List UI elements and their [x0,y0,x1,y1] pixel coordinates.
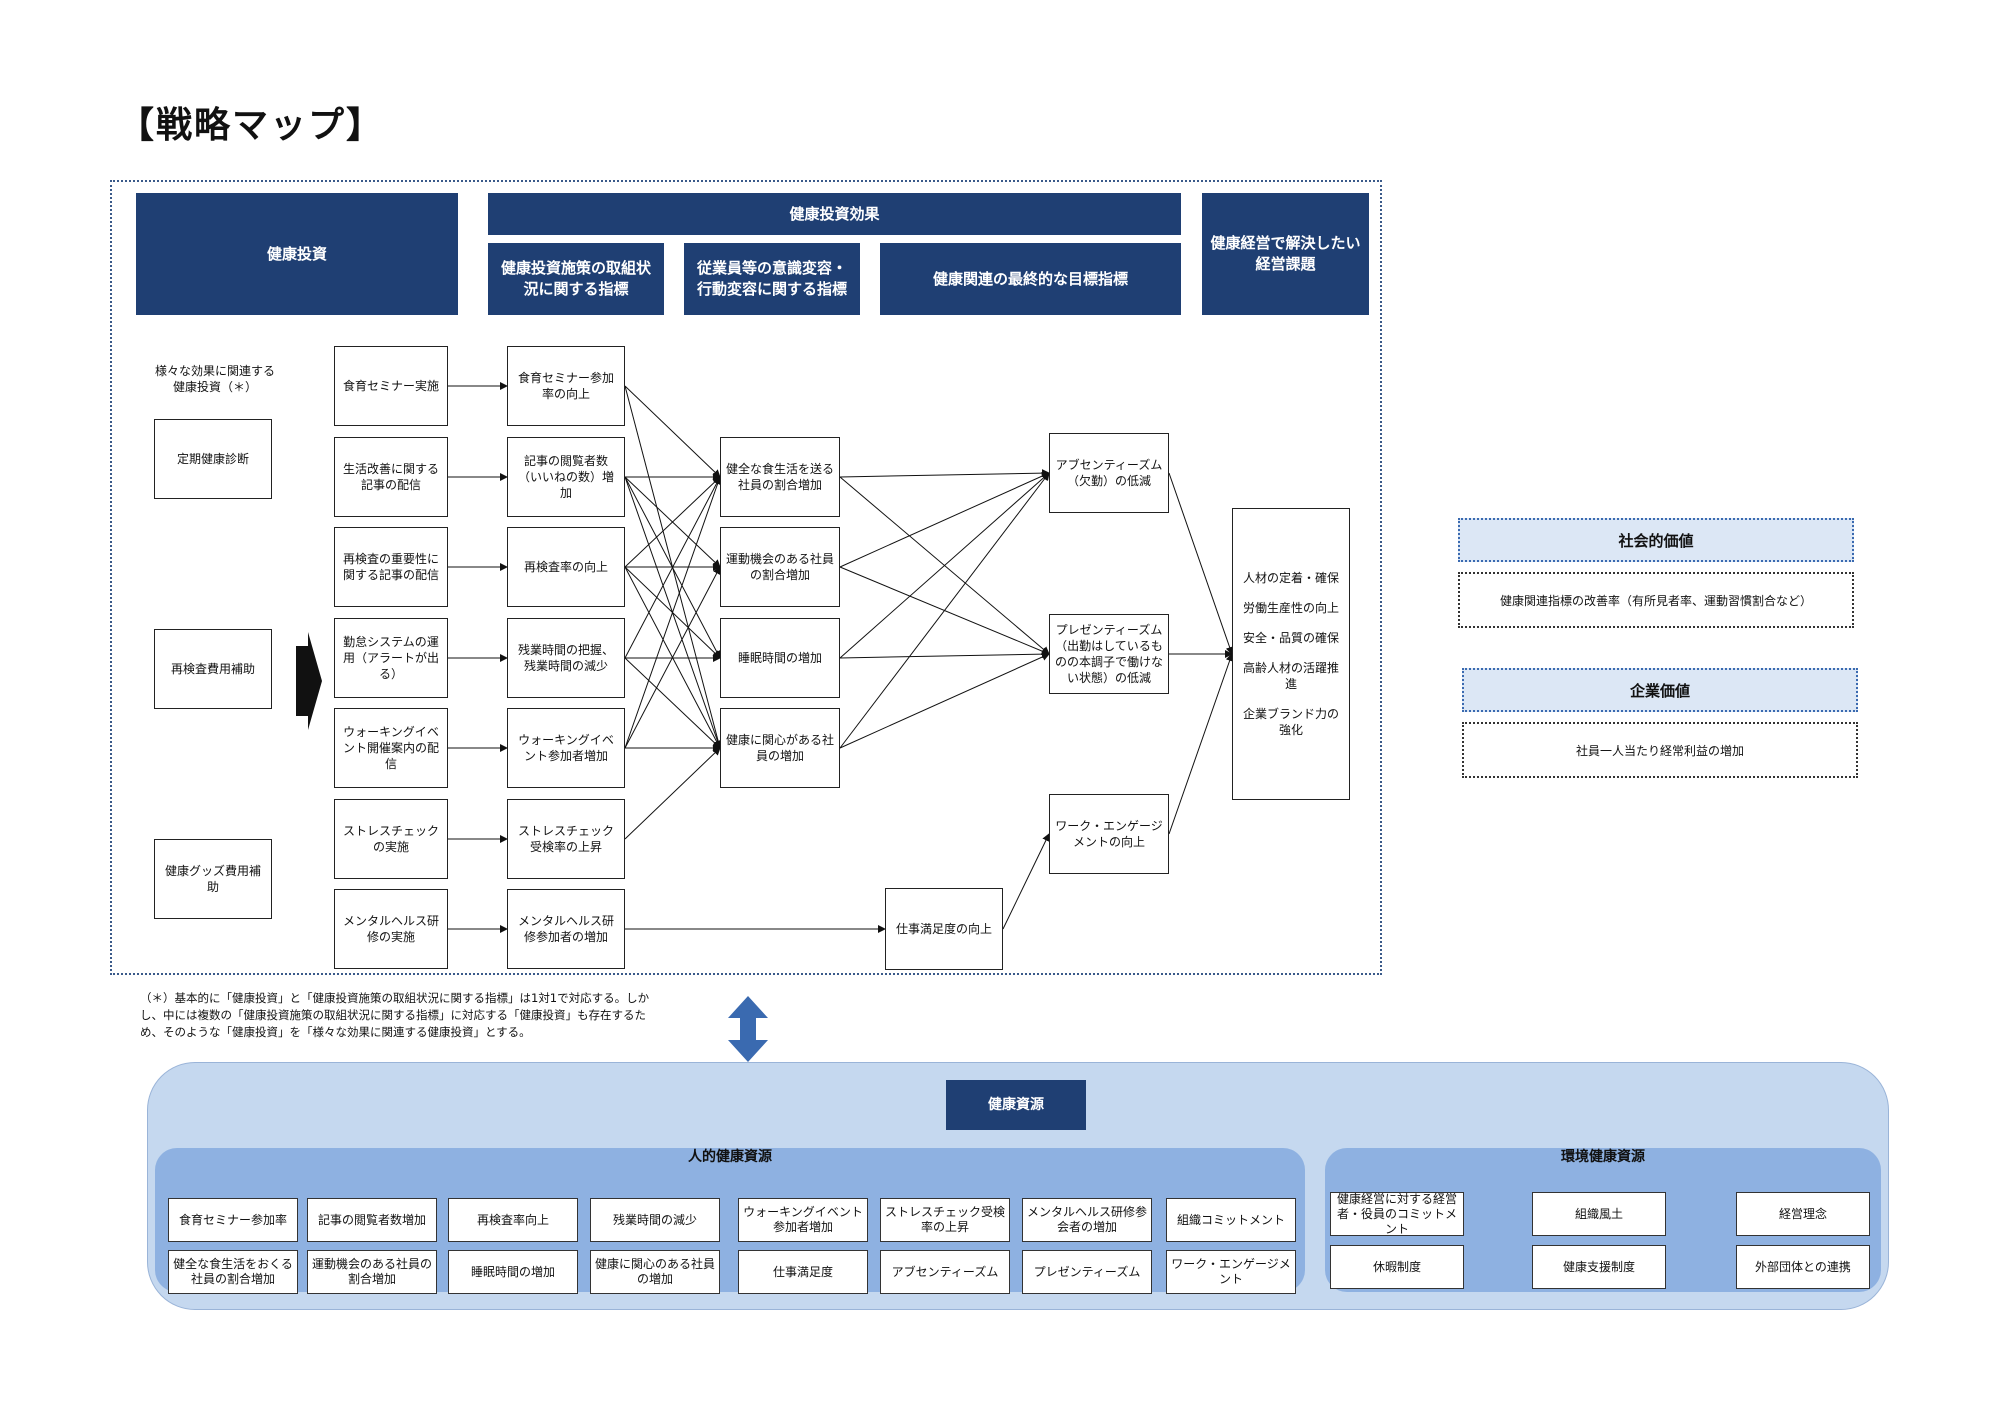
connector-arrow [1002,833,1050,930]
issue-item: 労働生産性の向上 [1242,601,1339,615]
header-management-issues: 健康経営で解決したい経営課題 [1202,193,1369,315]
human-resource-item: 組織コミットメント [1166,1198,1296,1242]
header-effect: 健康投資効果 [488,193,1181,235]
header-investment: 健康投資 [136,193,458,315]
final-indicator-box: ワーク・エンゲージメントの向上 [1049,794,1169,874]
corporate-value-body: 社員一人当たり経常利益の増加 [1462,722,1858,778]
indicator-box: メンタルヘルス研修参加者の増加 [507,889,625,969]
environment-resource-item: 組織風土 [1532,1192,1666,1236]
health-resources-title: 健康資源 [946,1080,1086,1130]
measure-box: 生活改善に関する記事の配信 [334,437,448,517]
human-resource-item: アブセンティーズム [880,1250,1010,1294]
human-resource-item: 食育セミナー参加率 [168,1198,298,1242]
connector-arrow [624,476,721,568]
final-indicator-box: プレゼンティーズム（出勤はしているものの本調子で働けない状態）の低減 [1049,614,1169,694]
indicator-box: 再検査率の向上 [507,527,625,607]
indicator-box: ストレスチェック受検率の上昇 [507,799,625,879]
page-title: 【戦略マップ】 [118,105,385,146]
human-resource-item: 残業時間の減少 [590,1198,720,1242]
connector-arrow [624,476,722,749]
header-final-indicators: 健康関連の最終的な目標指標 [880,243,1181,315]
social-value-title: 社会的価値 [1458,518,1854,562]
human-resource-item: 睡眠時間の増加 [448,1250,578,1294]
environment-resources-title: 環境健康資源 [1561,1149,1645,1165]
connector-arrow [624,747,721,840]
behavior-box: 睡眠時間の増加 [720,618,840,698]
human-resource-item: 健全な食生活をおくる社員の割合増加 [168,1250,298,1294]
human-resource-item: メンタルヘルス研修参会者の増加 [1022,1198,1152,1242]
human-resource-item: 健康に関心のある社員の増加 [590,1250,720,1294]
measure-box: 再検査の重要性に関する記事の配信 [334,527,448,607]
double-arrow-icon [728,996,768,1062]
measure-box: 勤怠システムの運用（アラートが出る） [334,618,448,698]
behavior-box: 健康に関心がある社員の増加 [720,708,840,788]
measure-box: 食育セミナー実施 [334,346,448,426]
issue-item: 人材の定着・確保 [1242,571,1339,585]
social-value-body: 健康関連指標の改善率（有所見者率、運動習慣割合など） [1458,572,1854,628]
investment-box: 再検査費用補助 [154,629,272,709]
environment-resource-item: 経営理念 [1736,1192,1870,1236]
issue-item: 企業ブランド力の強化 [1242,707,1339,737]
measure-box: ウォーキングイベント開催案内の配信 [334,708,448,788]
big-right-arrow [296,632,322,730]
final-indicator-box: アブセンティーズム（欠勤）の低減 [1049,433,1169,513]
connector-arrow [1168,653,1234,835]
management-issues-box: 人材の定着・確保 労働生産性の向上 安全・品質の確保 高齢人材の活躍推進 企業ブ… [1232,508,1350,800]
connector-arrow [839,472,1050,749]
connector-arrow [624,385,721,478]
connector-arrow [624,566,721,749]
human-resources-title: 人的健康資源 [688,1149,772,1165]
footnote: （＊）基本的に「健康投資」と「健康投資施策の取組状況に関する指標」は1対1で対応… [140,991,650,1039]
human-resource-item: 再検査率向上 [448,1198,578,1242]
connector-arrow [1168,472,1234,655]
human-resource-item: ワーク・エンゲージメント [1166,1250,1296,1294]
indicator-box: ウォーキングイベント参加者増加 [507,708,625,788]
human-resource-item: プレゼンティーズム [1022,1250,1152,1294]
indicator-box: 記事の閲覧者数（いいねの数）増加 [507,437,625,517]
header-behavior-indicators: 従業員等の意識変容・行動変容に関する指標 [684,243,860,315]
connector-arrow [839,472,1050,659]
human-resource-item: 仕事満足度 [738,1250,868,1294]
environment-resource-item: 健康支援制度 [1532,1245,1666,1289]
corporate-value-title: 企業価値 [1462,668,1858,712]
header-measure-indicators: 健康投資施策の取組状況に関する指標 [488,243,664,315]
behavior-box: 運動機会のある社員の割合増加 [720,527,840,607]
human-resource-item: ウォーキングイベント参加者増加 [738,1198,868,1242]
various-investment-label: 様々な効果に関連する 健康投資（＊） [154,364,275,394]
environment-resource-item: 休暇制度 [1330,1245,1464,1289]
connector-arrow [839,472,1050,568]
issue-item: 安全・品質の確保 [1242,631,1339,645]
investment-box: 健康グッズ費用補助 [154,839,272,919]
connector-arrow [624,657,721,749]
human-resource-item: ストレスチェック受検率の上昇 [880,1198,1010,1242]
connector-arrow [839,469,1050,478]
measure-box: ストレスチェックの実施 [334,799,448,879]
connector-arrow [624,476,721,659]
satisfaction-box: 仕事満足度の向上 [885,888,1003,970]
environment-resource-item: 外部団体との連携 [1736,1245,1870,1289]
indicator-box: 残業時間の把握、残業時間の減少 [507,618,625,698]
investment-box: 定期健康診断 [154,419,272,499]
indicator-box: 食育セミナー参加率の向上 [507,346,625,426]
connector-arrow [839,650,1050,659]
environment-resource-item: 健康経営に対する経営者・役員のコミットメント [1330,1192,1464,1236]
behavior-box: 健全な食生活を送る社員の割合増加 [720,437,840,517]
measure-box: メンタルヘルス研修の実施 [334,889,448,969]
issue-item: 高齢人材の活躍推進 [1242,661,1339,691]
strategy-map-frame [110,180,1382,975]
connector-arrow [839,653,1050,749]
human-resource-item: 記事の閲覧者数増加 [307,1198,437,1242]
human-resource-item: 運動機会のある社員の割合増加 [307,1250,437,1294]
